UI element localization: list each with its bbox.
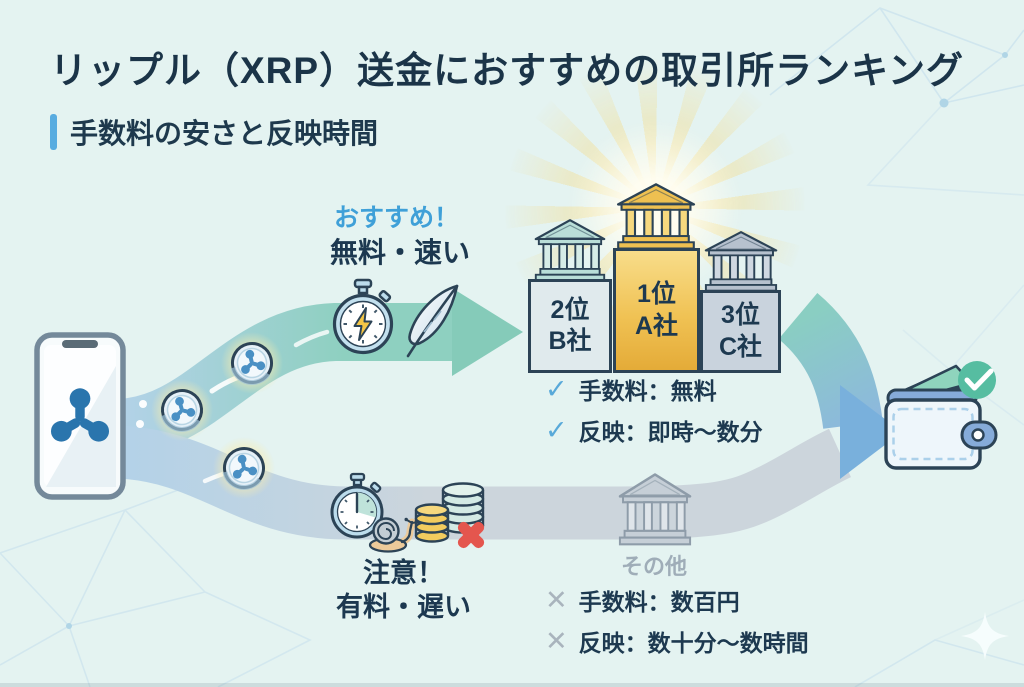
check-icon: ✓ bbox=[545, 414, 568, 445]
wallet-check-icon bbox=[884, 361, 998, 470]
cross-icon: ✕ bbox=[545, 584, 568, 615]
rank-label: 2位 bbox=[550, 295, 590, 324]
coins-cross-icon bbox=[414, 482, 485, 549]
stopwatch-snail-icon bbox=[330, 472, 421, 553]
sparkle-icon bbox=[961, 612, 1009, 660]
feature-text: 反映：即時〜数分 bbox=[578, 419, 763, 445]
feather-icon bbox=[406, 284, 459, 358]
list-item: ✓ 反映：即時〜数分 bbox=[545, 413, 763, 447]
podium-3rd: 3位 C社 bbox=[700, 290, 781, 373]
stopwatch-lightning-icon bbox=[332, 278, 394, 355]
bank-other-icon bbox=[618, 473, 692, 546]
company-label: B社 bbox=[548, 327, 592, 355]
podium-2nd: 2位 B社 bbox=[528, 279, 612, 373]
fast-route-description: 無料・速い bbox=[330, 237, 471, 268]
subtitle-accent-bar bbox=[50, 114, 57, 150]
list-item: ✕ 反映：数十分〜数時間 bbox=[545, 624, 809, 658]
feature-text: 手数料：数百円 bbox=[578, 589, 740, 615]
other-bank-label: その他 bbox=[620, 554, 687, 579]
coin-stack-gold bbox=[414, 503, 450, 543]
fast-route-tagline: おすすめ！ bbox=[334, 204, 460, 232]
rank-label: 1位 bbox=[637, 280, 676, 309]
bank-2nd-icon bbox=[534, 219, 606, 282]
cross-icon: ✕ bbox=[545, 625, 568, 656]
check-icon: ✓ bbox=[545, 373, 568, 404]
rank-label: 3位 bbox=[721, 301, 760, 330]
fast-route-features: ✓ 手数料：無料 ✓ 反映：即時〜数分 bbox=[545, 372, 763, 447]
check-badge-icon bbox=[958, 361, 996, 399]
page-title: リップル（XRP）送金におすすめの取引所ランキング bbox=[50, 50, 964, 91]
slow-route-description: 有料・遅い bbox=[336, 592, 471, 622]
coin-stack-teal bbox=[441, 482, 485, 534]
podium-1st: 1位 A社 bbox=[613, 248, 700, 373]
feature-text: 手数料：無料 bbox=[578, 378, 717, 404]
feature-text: 反映：数十分〜数時間 bbox=[578, 630, 809, 656]
smartphone-ripple-icon bbox=[34, 332, 126, 500]
subtitle-text: 手数料の安さと反映時間 bbox=[70, 118, 379, 149]
bank-3rd-icon bbox=[704, 231, 778, 292]
list-item: ✓ 手数料：無料 bbox=[545, 372, 763, 406]
company-label: C社 bbox=[718, 332, 763, 361]
company-label: A社 bbox=[634, 311, 679, 340]
lightning-icon bbox=[353, 307, 373, 341]
cross-red-icon bbox=[457, 521, 485, 549]
bank-1st-icon bbox=[616, 183, 696, 250]
list-item: ✕ 手数料：数百円 bbox=[545, 583, 809, 617]
slow-route-features: ✕ 手数料：数百円 ✕ 反映：数十分〜数時間 bbox=[545, 583, 809, 658]
snail-icon bbox=[368, 517, 421, 553]
subtitle: 手数料の安さと反映時間 bbox=[50, 112, 378, 152]
slow-route-tagline: 注意！ bbox=[363, 558, 444, 588]
